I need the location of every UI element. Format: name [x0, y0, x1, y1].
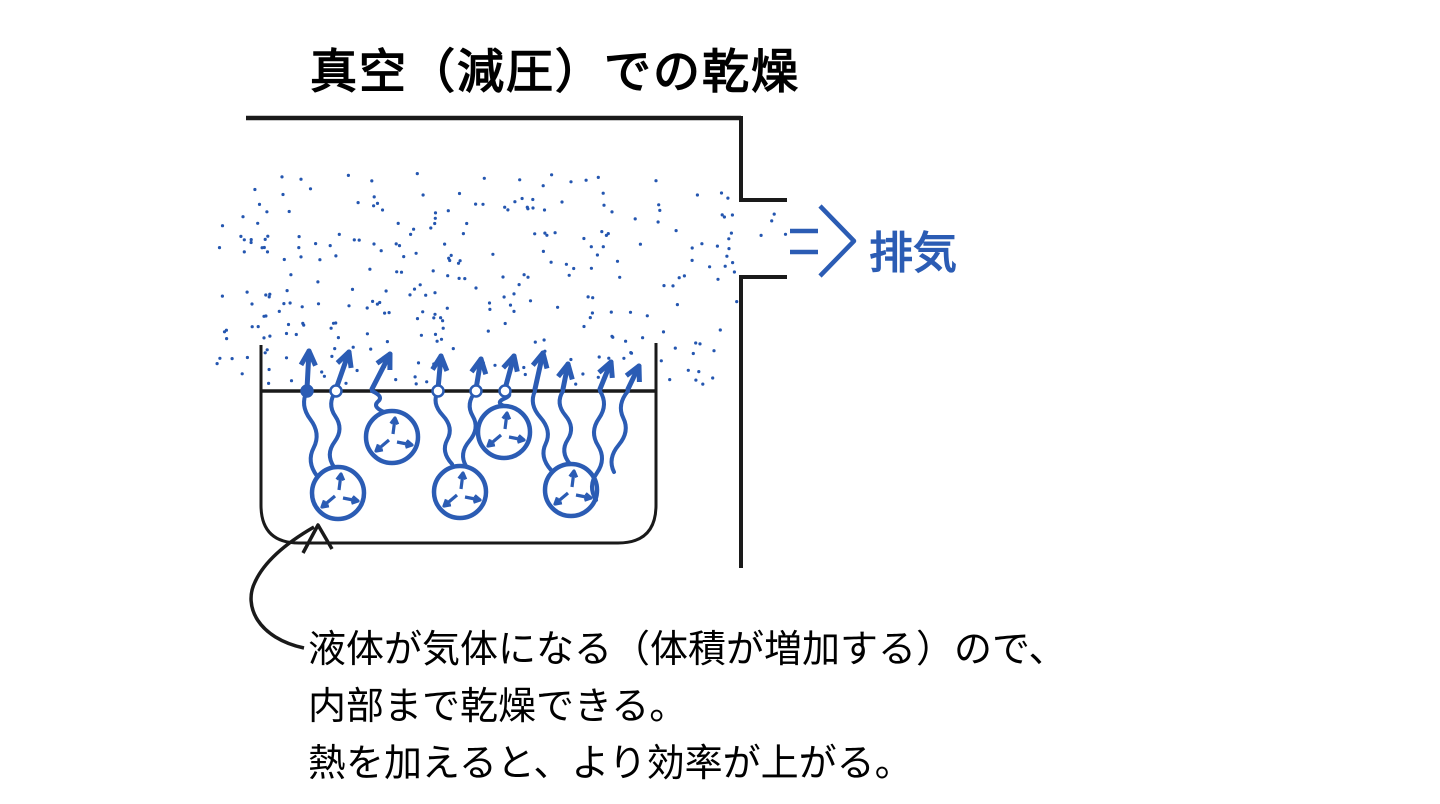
exhaust-arrow-head-chevron — [818, 204, 857, 278]
surface-bubble-open — [498, 384, 512, 398]
tray-outline — [259, 343, 658, 545]
surface-bubble-filled — [300, 384, 314, 398]
exhaust-arrow-tail-lines — [790, 228, 818, 255]
evaporation-arrow — [430, 353, 454, 466]
molecule — [475, 403, 533, 461]
surface-bubble-open — [469, 384, 483, 398]
evaporation-arrow — [590, 359, 615, 502]
caption-line-3: 熱を加えると、より効率が上がる。 — [308, 743, 913, 785]
evaporation-arrow — [497, 353, 520, 408]
caption-line-1: 液体が気体になる（体積が増加する）ので、 — [308, 629, 1067, 671]
evaporation-arrow — [461, 356, 489, 468]
molecule — [542, 461, 600, 519]
vapor-dot-field — [215, 172, 788, 386]
molecule — [309, 464, 367, 522]
evaporation-arrow — [530, 350, 553, 472]
vacuum-chamber-outline — [246, 115, 787, 568]
caption-pointer-arrow — [249, 523, 334, 650]
exhaust-arrow — [790, 204, 857, 278]
pointer-curve — [249, 525, 315, 650]
evaporation-arrow — [369, 351, 393, 414]
surface-bubble-open — [431, 384, 445, 398]
sample-tray — [259, 343, 658, 545]
surface-bubble-open — [329, 384, 343, 398]
page-title: 真空（減圧）での乾燥 — [310, 45, 800, 99]
pointer-arrowhead — [301, 523, 334, 554]
molecule — [363, 408, 421, 466]
caption-text: 液体が気体になる（体積が増加する）ので、 内部まで乾燥できる。 熱を加えると、よ… — [308, 622, 1066, 793]
evaporation-arrow — [556, 361, 575, 466]
evaporation-arrow — [298, 348, 319, 478]
exhaust-label: 排気 — [869, 229, 957, 278]
liquid-molecules — [309, 403, 600, 522]
evaporation-arrows — [298, 348, 642, 502]
evaporation-arrow — [609, 363, 642, 474]
molecule — [431, 463, 489, 521]
evaporation-arrow — [327, 349, 354, 469]
caption-line-2: 内部まで乾燥できる。 — [308, 686, 688, 728]
